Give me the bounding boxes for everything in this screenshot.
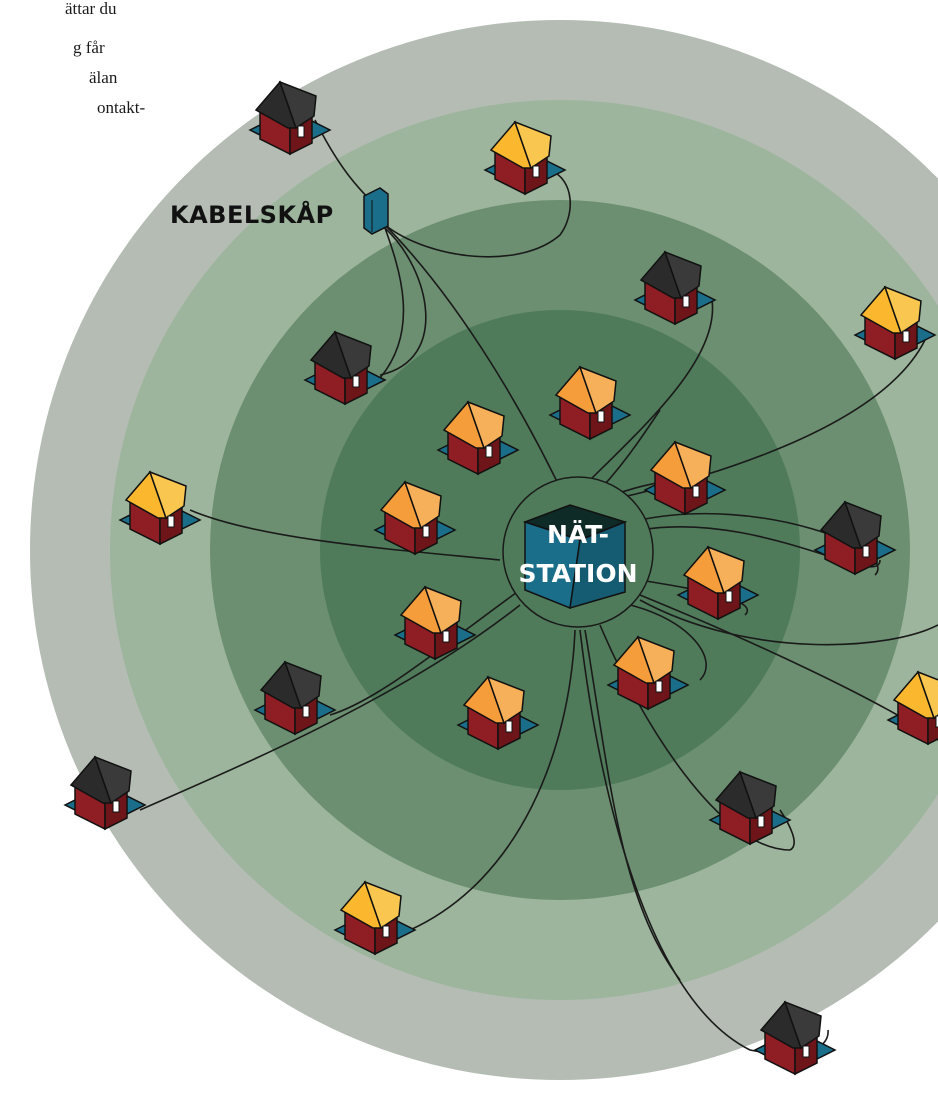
cable-cabinet-h5b [379, 227, 405, 379]
cable-h15 [629, 604, 707, 681]
cable-h3 [579, 299, 714, 491]
cable-h2 [384, 169, 571, 258]
paragraph-line: älan [89, 68, 118, 87]
distance-zones [30, 20, 938, 1080]
paragraph-line: g får [73, 38, 105, 57]
cabinet-label: KABELSKÅP [170, 200, 334, 229]
cable-h11 [639, 525, 881, 568]
cable-h14 [329, 589, 521, 716]
station-box: NÄT- STATION [518, 504, 638, 610]
cable-h5 [379, 227, 427, 376]
cable-h8 [189, 509, 501, 561]
cable-h20 [409, 629, 576, 931]
cable-h18 [139, 604, 521, 811]
station-label-line2: STATION [518, 559, 637, 588]
paragraph-line: ontakt- [97, 98, 146, 117]
paragraph-line: ättar du [65, 0, 117, 18]
cabinet: KABELSKÅP [170, 187, 389, 235]
cable-right-edge [639, 599, 938, 646]
station-label-line1: NÄT- [547, 519, 609, 549]
cable-h21b [584, 629, 681, 981]
